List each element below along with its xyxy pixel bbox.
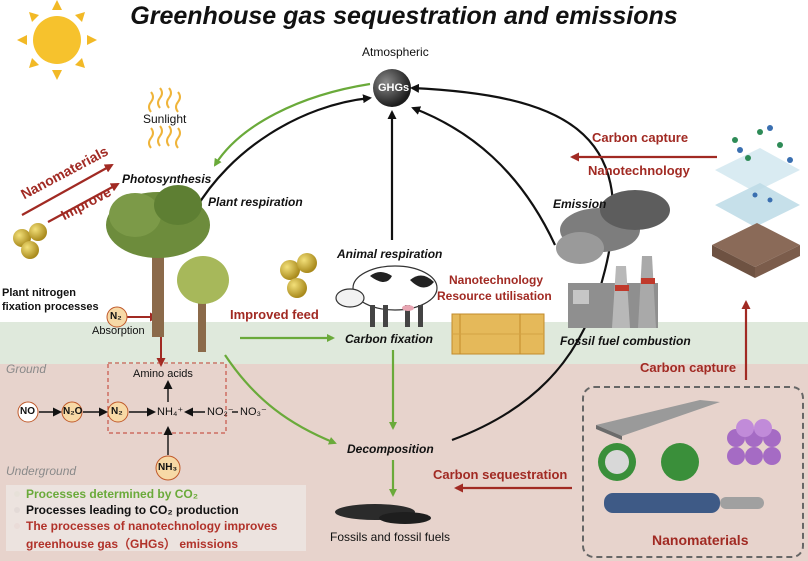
- nitrogen-badges: [17, 306, 181, 481]
- carbon-capture-mid-label: Carbon capture: [640, 360, 737, 375]
- no3-label: NO₃⁻: [240, 406, 267, 418]
- nanomaterials-box: [582, 386, 804, 558]
- underground-zone-label: Underground: [6, 464, 77, 478]
- nanotech-resource-line2: Resource utilisation: [437, 289, 552, 303]
- nanoparticle-icon: [13, 223, 47, 259]
- factory-icon: [556, 190, 670, 328]
- capture-membrane-icon: [712, 125, 800, 278]
- ground-zone-label: Ground: [6, 362, 47, 376]
- tree-icon: [106, 185, 229, 352]
- ghg-sphere-icon: [373, 69, 411, 107]
- n2-badge-top: N₂: [110, 311, 122, 322]
- carbon-sequestration-label: Carbon sequestration: [433, 467, 568, 482]
- nanotechnology-right-label: Nanotechnology: [588, 163, 690, 178]
- arrow-improve: [47, 183, 120, 223]
- improved-feed-label: Improved feed: [230, 307, 319, 322]
- legend-item-nanotech-line2: greenhouse gas（GHGs） emissions: [26, 537, 239, 551]
- nanoparticle-icon: [280, 253, 317, 298]
- nanomaterials-box-label: Nanomaterials: [652, 532, 749, 548]
- arrow-emission: [411, 106, 556, 246]
- page-title: Greenhouse gas sequestration and emissio…: [130, 2, 678, 30]
- carbon-fixation-label: Carbon fixation: [345, 332, 434, 346]
- no-badge: NO: [20, 406, 35, 417]
- plant-respiration-label: Plant respiration: [208, 195, 303, 209]
- legend-item-co2-production: Processes leading to CO₂ production: [26, 503, 239, 517]
- ghgs-label: GHGs: [378, 82, 410, 94]
- legend-item-nanotech-line1: The processes of nanotechnology improves: [26, 519, 278, 533]
- decomposition-label: Decomposition: [347, 442, 434, 456]
- carbon-capture-top-label: Carbon capture: [592, 130, 689, 145]
- emission-label: Emission: [553, 197, 607, 211]
- n2o-badge: N₂O: [63, 406, 83, 417]
- nh4-label: NH₄⁺: [157, 406, 184, 418]
- fullerene-icon: [727, 419, 781, 465]
- n2-badge: N₂: [111, 406, 123, 417]
- amino-acids-label: Amino acids: [133, 368, 193, 380]
- cow-icon: [335, 265, 438, 327]
- legend-box: [6, 485, 306, 551]
- legend-item-co2-determined: Processes determined by CO₂: [26, 487, 199, 501]
- fossil-fuel-combustion-label: Fossil fuel combustion: [560, 334, 691, 348]
- no2-label: NO₂⁻: [207, 406, 234, 418]
- nanotech-resource-line1: Nanotechnology: [449, 273, 544, 287]
- arrow-plant-respiration: [194, 94, 372, 211]
- fossil-deposit-icon: [335, 504, 431, 524]
- nitrogen-fixation-line2: fixation processes: [2, 301, 99, 313]
- animal-respiration-label: Animal respiration: [337, 247, 443, 261]
- sun-icon: [17, 0, 97, 80]
- sunlight-rays-icon: [148, 87, 181, 149]
- atmospheric-label: Atmospheric: [362, 45, 429, 59]
- fossils-label: Fossils and fossil fuels: [330, 530, 451, 544]
- arrow-to-decomposition: [224, 354, 337, 445]
- sunlight-label: Sunlight: [143, 112, 187, 126]
- nitrogen-fixation-line1: Plant nitrogen: [2, 287, 76, 299]
- arrow-ghg-to-photosynthesis: [213, 82, 371, 167]
- photosynthesis-label: Photosynthesis: [122, 172, 212, 186]
- hay-bale-icon: [451, 313, 545, 355]
- graphene-sheet-icon: [596, 400, 720, 440]
- arrow-nanomaterials: [21, 164, 114, 216]
- ground-band: [0, 322, 808, 364]
- nh3-badge: NH₃: [158, 462, 178, 473]
- absorption-label: Absorption: [92, 325, 145, 337]
- nanotube-icon: [598, 443, 764, 513]
